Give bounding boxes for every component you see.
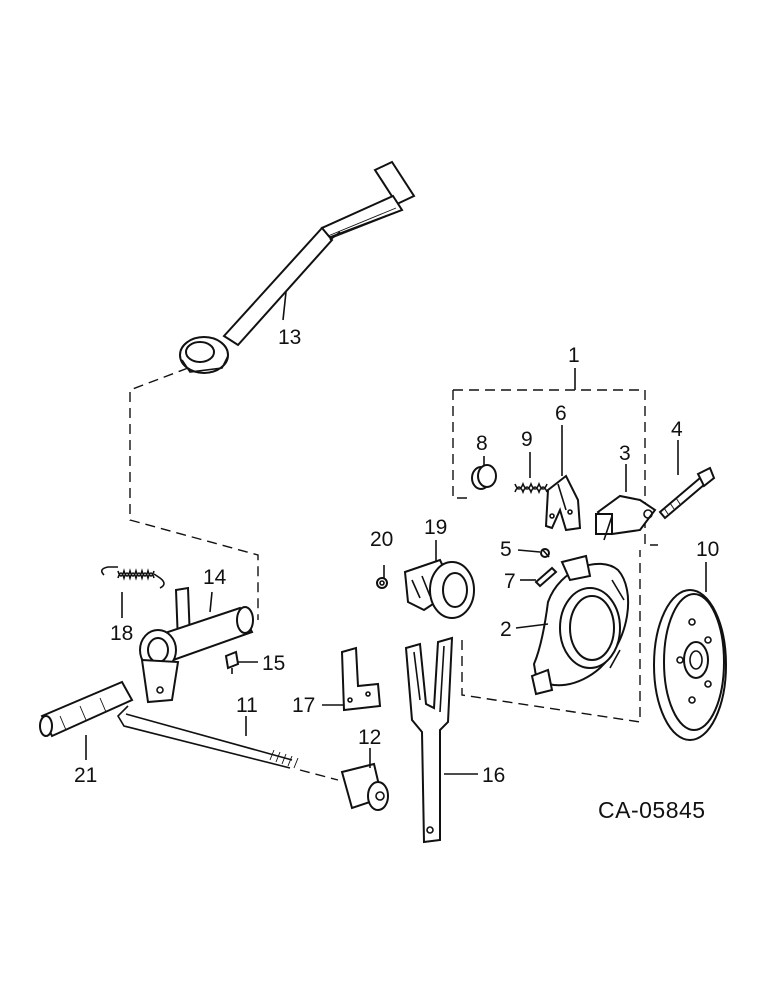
part-6-bracket [544, 474, 582, 532]
drawing-code: CA-05845 [598, 797, 706, 823]
dashed-link-11-12 [299, 769, 339, 781]
callout-2: 2 [500, 618, 512, 641]
callout-4: 4 [671, 418, 683, 441]
part-14-cross-shaft [139, 586, 254, 704]
callout-10: 10 [696, 538, 719, 561]
part-19-release-bearing [403, 558, 475, 619]
part-10-clutch-disc [653, 589, 727, 741]
part-15-bolt [224, 650, 240, 674]
part-2-pressure-plate [530, 554, 630, 696]
part-3-lever [595, 494, 657, 541]
part-17-bracket [340, 646, 382, 712]
callout-19: 19 [424, 516, 447, 539]
part-16-fork [404, 636, 454, 844]
part-21-grip [39, 680, 134, 738]
part-18-spring [100, 566, 165, 589]
part-4-bolt [658, 466, 716, 520]
callout-6: 6 [555, 402, 567, 425]
callout-11: 11 [236, 694, 258, 717]
callout-14: 14 [203, 566, 227, 589]
callout-7: 7 [504, 570, 516, 593]
part-11-rod [116, 705, 299, 769]
dashed-link-13-14 [129, 367, 259, 620]
callouts: 13 1 8 9 6 3 4 20 19 5 7 10 2 14 18 15 1… [74, 326, 719, 787]
callout-21: 21 [74, 764, 97, 787]
part-7-roll-pin [534, 566, 558, 588]
part-13-pedal-lever [179, 160, 416, 374]
callout-17: 17 [292, 694, 315, 717]
callout-13: 13 [278, 326, 301, 349]
assembly-boundary-1 [452, 368, 658, 723]
callout-16: 16 [482, 764, 505, 787]
part-9-spring [514, 481, 548, 495]
callout-9: 9 [521, 428, 533, 451]
leader-lines [85, 291, 707, 775]
callout-12: 12 [358, 726, 381, 749]
callout-20: 20 [370, 528, 393, 551]
callout-15: 15 [262, 652, 285, 675]
callout-1: 1 [568, 344, 580, 367]
callout-8: 8 [476, 432, 488, 455]
part-12-clevis [340, 762, 389, 811]
callout-18: 18 [110, 622, 133, 645]
part-8-bushing [471, 464, 497, 490]
callout-3: 3 [619, 442, 631, 465]
part-20-nut [376, 577, 388, 589]
callout-5: 5 [500, 538, 512, 561]
part-5-pin [540, 548, 550, 558]
